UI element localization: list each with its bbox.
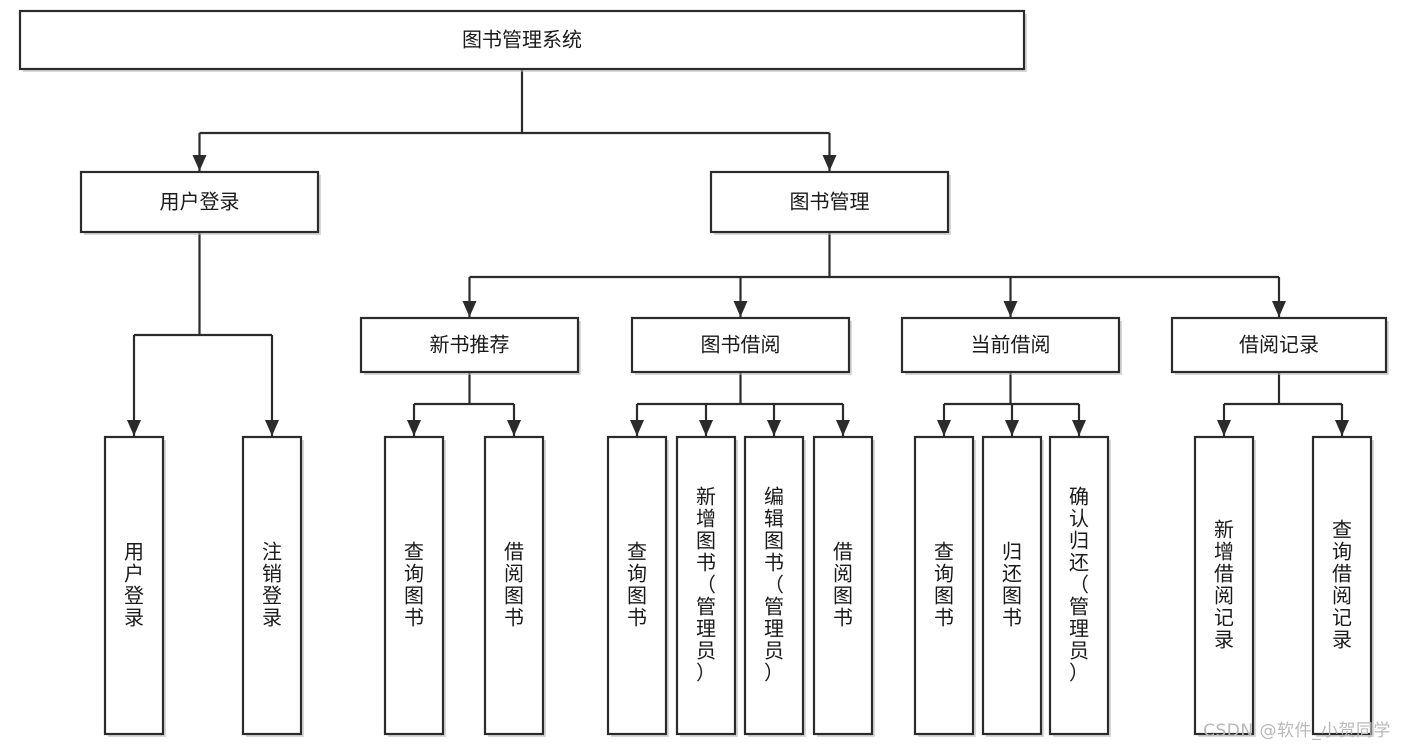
node-box[interactable]	[1193, 435, 1255, 736]
node-bookmgmt[interactable]: 图书管理	[709, 170, 951, 235]
arrow-head-icon	[733, 301, 748, 317]
node-box[interactable]	[812, 435, 874, 736]
node-current[interactable]: 当前借阅	[900, 316, 1122, 375]
node-leaf-records-query[interactable]: 查询借阅记录	[1311, 435, 1374, 737]
connector-group	[937, 372, 1086, 436]
arrow-head-icon	[822, 155, 837, 171]
node-label: 查询借阅记录	[1332, 518, 1352, 652]
connector-group	[407, 372, 521, 436]
node-leaf-records-add[interactable]: 新增借阅记录	[1193, 435, 1256, 737]
node-label: 归还图书	[1002, 540, 1022, 630]
node-leaf-current-return[interactable]: 归还图书	[981, 435, 1044, 737]
node-label: 编辑图书（管理员）	[764, 485, 784, 685]
arrow-head-icon	[937, 420, 951, 436]
node-leaf-user-logout[interactable]: 注销登录	[241, 435, 304, 737]
connector-group	[462, 232, 1286, 317]
node-box[interactable]	[900, 316, 1121, 374]
node-label: 查询图书	[404, 540, 424, 630]
node-leaf-current-query[interactable]: 查询图书	[913, 435, 976, 737]
node-label: 图书管理系统	[462, 28, 582, 52]
node-label: 图书借阅	[701, 333, 781, 357]
node-box[interactable]	[630, 316, 851, 374]
connector-group	[192, 69, 837, 171]
node-label: 查询图书	[934, 540, 954, 630]
connector-group	[1217, 372, 1349, 436]
node-borrow[interactable]: 图书借阅	[630, 316, 852, 375]
node-box[interactable]	[913, 435, 975, 736]
arrow-head-icon	[192, 155, 207, 171]
arrow-head-icon	[699, 420, 713, 436]
node-box[interactable]	[359, 316, 580, 374]
node-box[interactable]	[981, 435, 1043, 736]
node-label: 新书推荐	[430, 333, 510, 357]
arrow-head-icon	[1217, 420, 1231, 436]
node-label: 确认归还（管理员）	[1069, 485, 1089, 685]
node-leaf-borrow-add[interactable]: 新增图书（管理员）	[675, 435, 738, 737]
node-box[interactable]	[103, 435, 165, 736]
node-label: 借阅图书	[504, 540, 524, 630]
node-box[interactable]	[383, 435, 445, 736]
node-leaf-user-login[interactable]: 用户登录	[103, 435, 166, 737]
arrow-head-icon	[1335, 420, 1349, 436]
node-box[interactable]	[241, 435, 303, 736]
node-box[interactable]	[743, 435, 805, 736]
node-box[interactable]	[709, 170, 950, 234]
node-box[interactable]	[18, 9, 1026, 71]
node-box[interactable]	[483, 435, 545, 736]
node-label: 查询图书	[627, 540, 647, 630]
node-label: 新增借阅记录	[1214, 518, 1234, 652]
connector-group	[630, 372, 850, 436]
node-box[interactable]	[1311, 435, 1373, 736]
node-leaf-borrow-query[interactable]: 查询图书	[606, 435, 669, 737]
watermark-label: CSDN @软件_小贺同学	[1203, 721, 1391, 741]
connector-layer	[127, 69, 1349, 436]
node-label: 图书管理	[790, 190, 870, 214]
arrow-head-icon	[462, 301, 477, 317]
node-box[interactable]	[1048, 435, 1110, 736]
arrow-head-icon	[630, 420, 644, 436]
node-leaf-borrow-do[interactable]: 借阅图书	[812, 435, 875, 737]
node-label: 新增图书（管理员）	[696, 485, 716, 685]
node-label: 当前借阅	[971, 333, 1051, 357]
arrow-head-icon	[407, 420, 421, 436]
node-box[interactable]	[606, 435, 668, 736]
node-records[interactable]: 借阅记录	[1170, 316, 1389, 375]
arrow-head-icon	[836, 420, 850, 436]
node-newbook[interactable]: 新书推荐	[359, 316, 581, 375]
node-label: 借阅记录	[1239, 333, 1319, 357]
node-layer: 图书管理系统用户登录图书管理新书推荐图书借阅当前借阅借阅记录用户登录注销登录查询…	[18, 9, 1389, 737]
arrow-head-icon	[1005, 420, 1019, 436]
node-root[interactable]: 图书管理系统	[18, 9, 1027, 72]
node-box[interactable]	[79, 170, 320, 234]
node-leaf-newbook-borrow[interactable]: 借阅图书	[483, 435, 546, 737]
node-leaf-newbook-query[interactable]: 查询图书	[383, 435, 446, 737]
arrow-head-icon	[1072, 420, 1086, 436]
node-leaf-current-confirm[interactable]: 确认归还（管理员）	[1048, 435, 1111, 737]
arrow-head-icon	[265, 420, 279, 436]
arrow-head-icon	[507, 420, 521, 436]
node-login[interactable]: 用户登录	[79, 170, 321, 235]
arrow-head-icon	[1272, 301, 1286, 317]
arrow-head-icon	[127, 420, 141, 436]
node-label: 注销登录	[262, 540, 282, 630]
arrow-head-icon	[1003, 301, 1018, 317]
node-label: 借阅图书	[833, 540, 853, 630]
connector-group	[127, 232, 279, 436]
node-leaf-borrow-edit[interactable]: 编辑图书（管理员）	[743, 435, 806, 737]
arrow-head-icon	[767, 420, 781, 436]
node-label: 用户登录	[124, 540, 144, 630]
node-box[interactable]	[675, 435, 737, 736]
node-box[interactable]	[1170, 316, 1388, 374]
node-label: 用户登录	[160, 190, 240, 214]
